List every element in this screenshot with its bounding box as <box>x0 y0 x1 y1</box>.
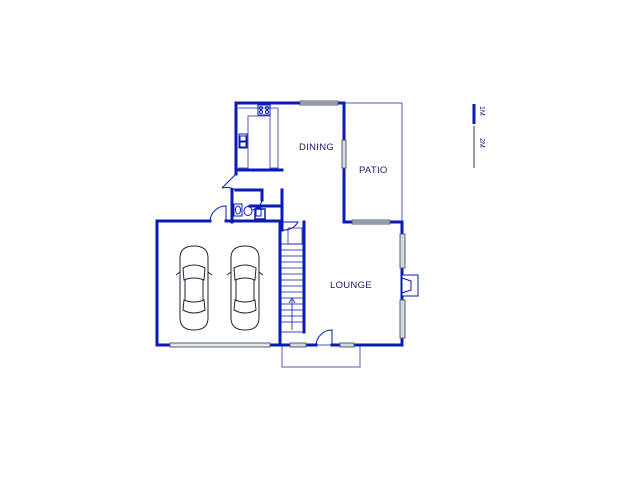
stair-landing <box>287 227 303 245</box>
basin-icon <box>233 203 243 217</box>
car-rear-window-icon <box>233 299 257 314</box>
garage-door <box>169 342 271 348</box>
staircase <box>280 243 304 333</box>
basin-bowl-icon <box>235 205 241 215</box>
car-rear-window-icon <box>182 299 206 314</box>
window-patio-door <box>341 139 347 169</box>
stair-outline <box>280 243 304 333</box>
sink-icon <box>238 133 248 149</box>
door-front <box>315 329 333 346</box>
stove-burner-icon <box>259 110 263 114</box>
sink-bowl-icon <box>239 135 247 142</box>
car-icon <box>230 245 260 331</box>
door-garage <box>209 205 227 222</box>
room-label-patio: PATIO <box>359 165 388 176</box>
wc-fixtures <box>233 203 266 220</box>
scale-label-2m: 2M <box>478 138 485 148</box>
car-mirror-icon <box>226 271 264 276</box>
door-wc <box>251 199 263 211</box>
room-label-dining: DINING <box>299 142 334 153</box>
stove-icon <box>257 104 271 116</box>
doors <box>209 173 333 346</box>
window-lounge-east-b <box>399 299 406 339</box>
toilet-cistern-icon <box>255 207 262 217</box>
kitchen-fixtures <box>238 104 271 149</box>
fireplace-hearth-icon <box>401 277 412 294</box>
stove-burner-icon <box>265 106 269 110</box>
windows <box>169 100 406 348</box>
fireplace-icon <box>401 274 419 297</box>
sink-bowl-icon <box>239 141 247 148</box>
patio-area <box>343 102 403 223</box>
scale-bar: 1M 2M <box>472 104 485 168</box>
window-entrance-left <box>289 342 307 348</box>
car-icon <box>179 245 209 331</box>
car-mirror-icon <box>175 271 213 276</box>
door-hall <box>281 221 299 231</box>
car-2 <box>226 245 264 331</box>
stair-arrow-icon <box>288 297 296 304</box>
toilet-icon <box>243 206 253 216</box>
car-1 <box>175 245 213 331</box>
kitchen-counter <box>238 107 279 169</box>
room-label-lounge: LOUNGE <box>330 280 372 291</box>
window-entrance-right <box>339 342 355 348</box>
car-windscreen-icon <box>233 264 257 281</box>
scale-label-1m: 1M <box>478 106 485 116</box>
car-windscreen-icon <box>182 264 206 281</box>
door-kitchen-west <box>221 173 237 191</box>
stove-burner-icon <box>265 110 269 114</box>
fireplace <box>401 274 419 297</box>
window-lounge-east-a <box>399 233 406 269</box>
hall-cupboard-icon <box>254 208 266 220</box>
entrance-porch <box>281 344 361 368</box>
stove-burner-icon <box>259 106 263 110</box>
walls <box>155 101 404 347</box>
